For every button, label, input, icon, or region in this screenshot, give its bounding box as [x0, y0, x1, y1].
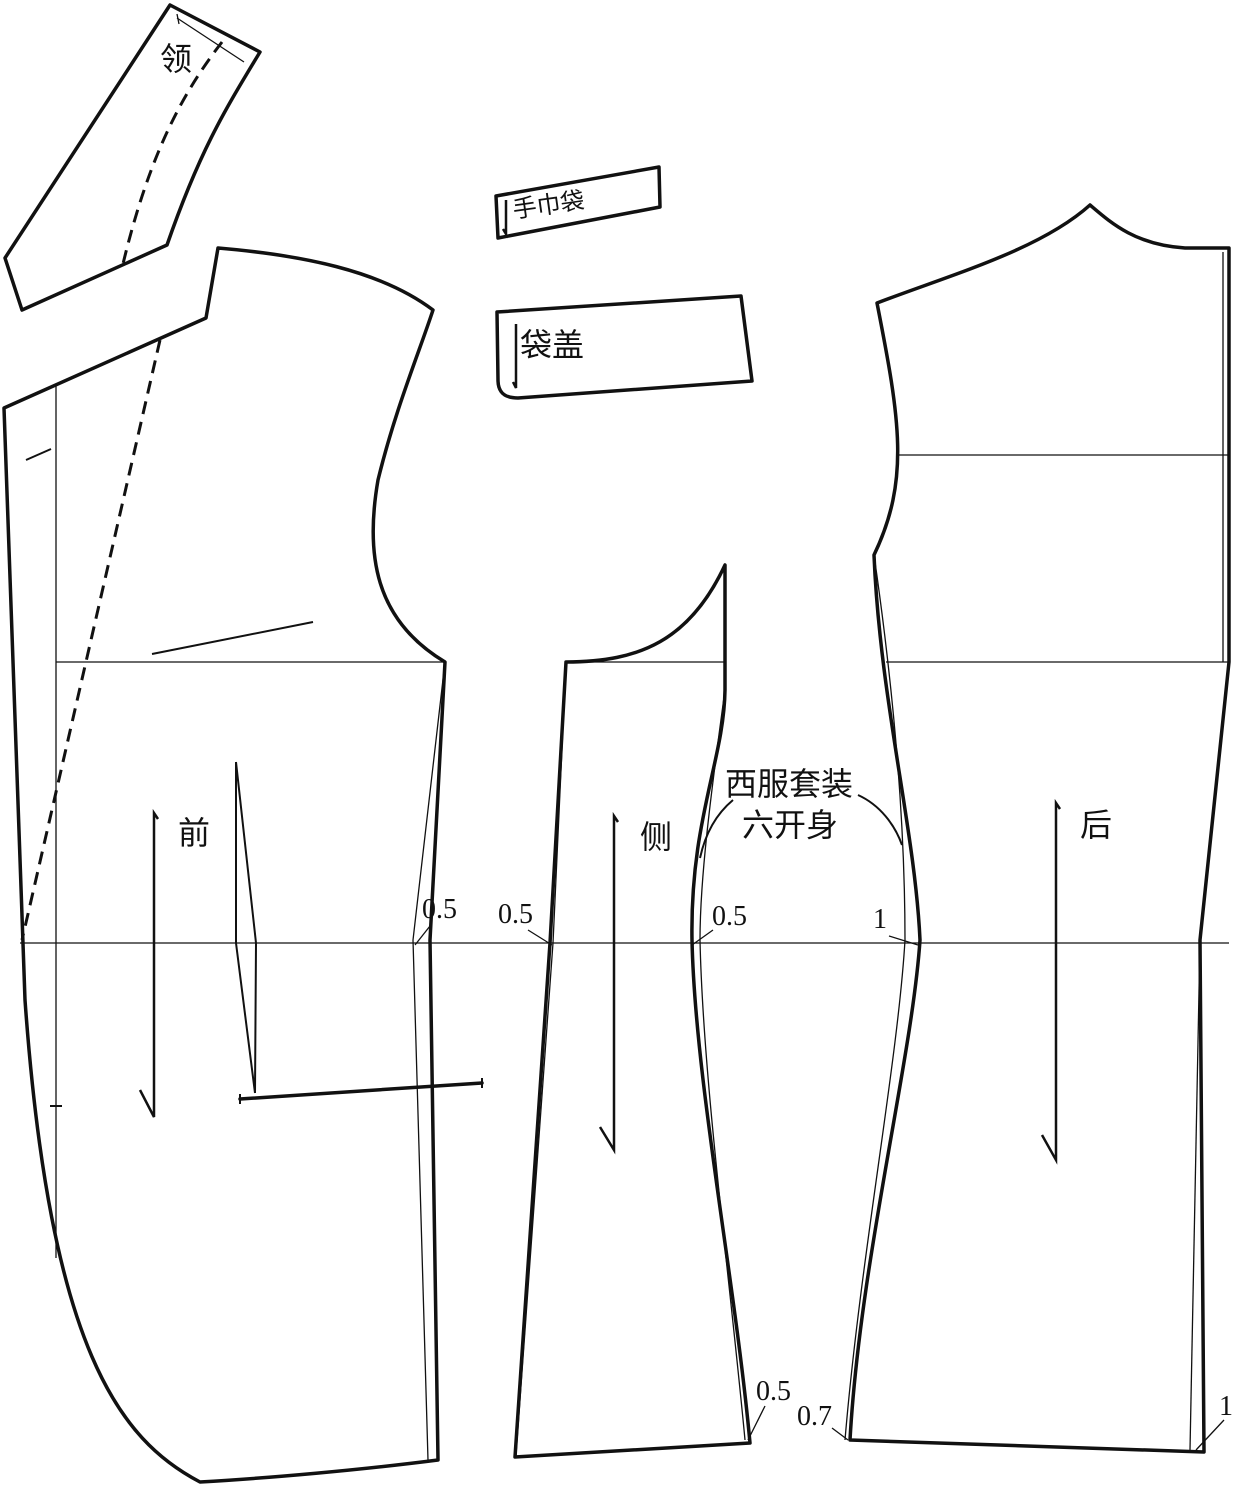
front-grain-arrow — [138, 808, 160, 1118]
title-line1: 西服套装 — [725, 765, 853, 803]
measure-front-waist-leader — [414, 925, 431, 946]
collar-outline — [3, 3, 262, 312]
front-piece: 前 — [2, 246, 484, 1484]
measure-back-hem-right: 1 — [1219, 1391, 1233, 1422]
measure-back-waist-leader — [888, 935, 919, 946]
side-outline — [513, 563, 752, 1459]
measure-side-hem: 0.5 — [756, 1376, 791, 1407]
front-lower-pocket-line — [238, 1081, 484, 1101]
back-center-hem-adjust-line — [1189, 939, 1201, 1451]
front-buttonhole-mark — [25, 448, 52, 461]
measure-side-waist-left-leader — [527, 929, 553, 946]
handkerchief-pocket-piece: 手巾袋 — [494, 165, 662, 240]
pocket-flap-label: 袋盖 — [520, 326, 584, 364]
title-block: 西服套装 六开身 — [699, 765, 903, 859]
measurement-annotations: 0.5 0.5 0.5 1 0.5 0.7 1 — [414, 894, 1233, 1451]
measure-side-waist-right-leader — [691, 929, 714, 946]
pocket-flap-grain-arrow — [511, 324, 518, 389]
collar-roll-line — [120, 41, 224, 269]
collar-measure-tick — [176, 13, 180, 25]
measure-back-waist: 1 — [873, 904, 887, 935]
measure-front-waist: 0.5 — [422, 894, 457, 925]
handkerchief-pocket-outline — [494, 165, 662, 240]
back-side-adjust-line — [844, 554, 906, 1441]
side-label: 侧 — [640, 818, 672, 856]
side-grain-arrow — [598, 811, 620, 1155]
front-lapel-roll-line — [20, 339, 162, 941]
side-right-adjust-line — [699, 689, 746, 1441]
pocket-flap-outline — [495, 294, 754, 400]
front-label: 前 — [178, 814, 210, 852]
measure-side-waist-left: 0.5 — [498, 899, 533, 930]
title-leader-left — [699, 799, 734, 859]
pocket-flap-piece: 袋盖 — [495, 294, 754, 400]
handkerchief-pocket-grain-arrow — [501, 200, 508, 239]
measure-side-hem-leader — [747, 1405, 766, 1441]
measure-back-hem-left-leader — [831, 1427, 849, 1441]
side-piece: 侧 — [513, 563, 752, 1459]
title-leader-right — [857, 794, 903, 846]
collar-label: 领 — [160, 40, 192, 78]
back-piece: 后 — [844, 203, 1231, 1454]
measure-side-waist-right: 0.5 — [712, 901, 747, 932]
measure-back-hem-right-leader — [1195, 1419, 1225, 1451]
front-side-seam-adjust-line — [412, 661, 446, 1461]
back-outline — [848, 203, 1231, 1454]
back-grain-arrow — [1040, 798, 1062, 1165]
collar-measure-line — [176, 17, 245, 63]
front-outline — [2, 246, 447, 1484]
title-line2: 六开身 — [742, 806, 838, 844]
back-label: 后 — [1080, 806, 1112, 844]
measure-back-hem-left: 0.7 — [797, 1401, 832, 1432]
collar-piece: 领 — [3, 3, 262, 312]
front-waist-dart — [235, 761, 258, 1094]
front-breast-pocket-mark — [151, 621, 314, 655]
